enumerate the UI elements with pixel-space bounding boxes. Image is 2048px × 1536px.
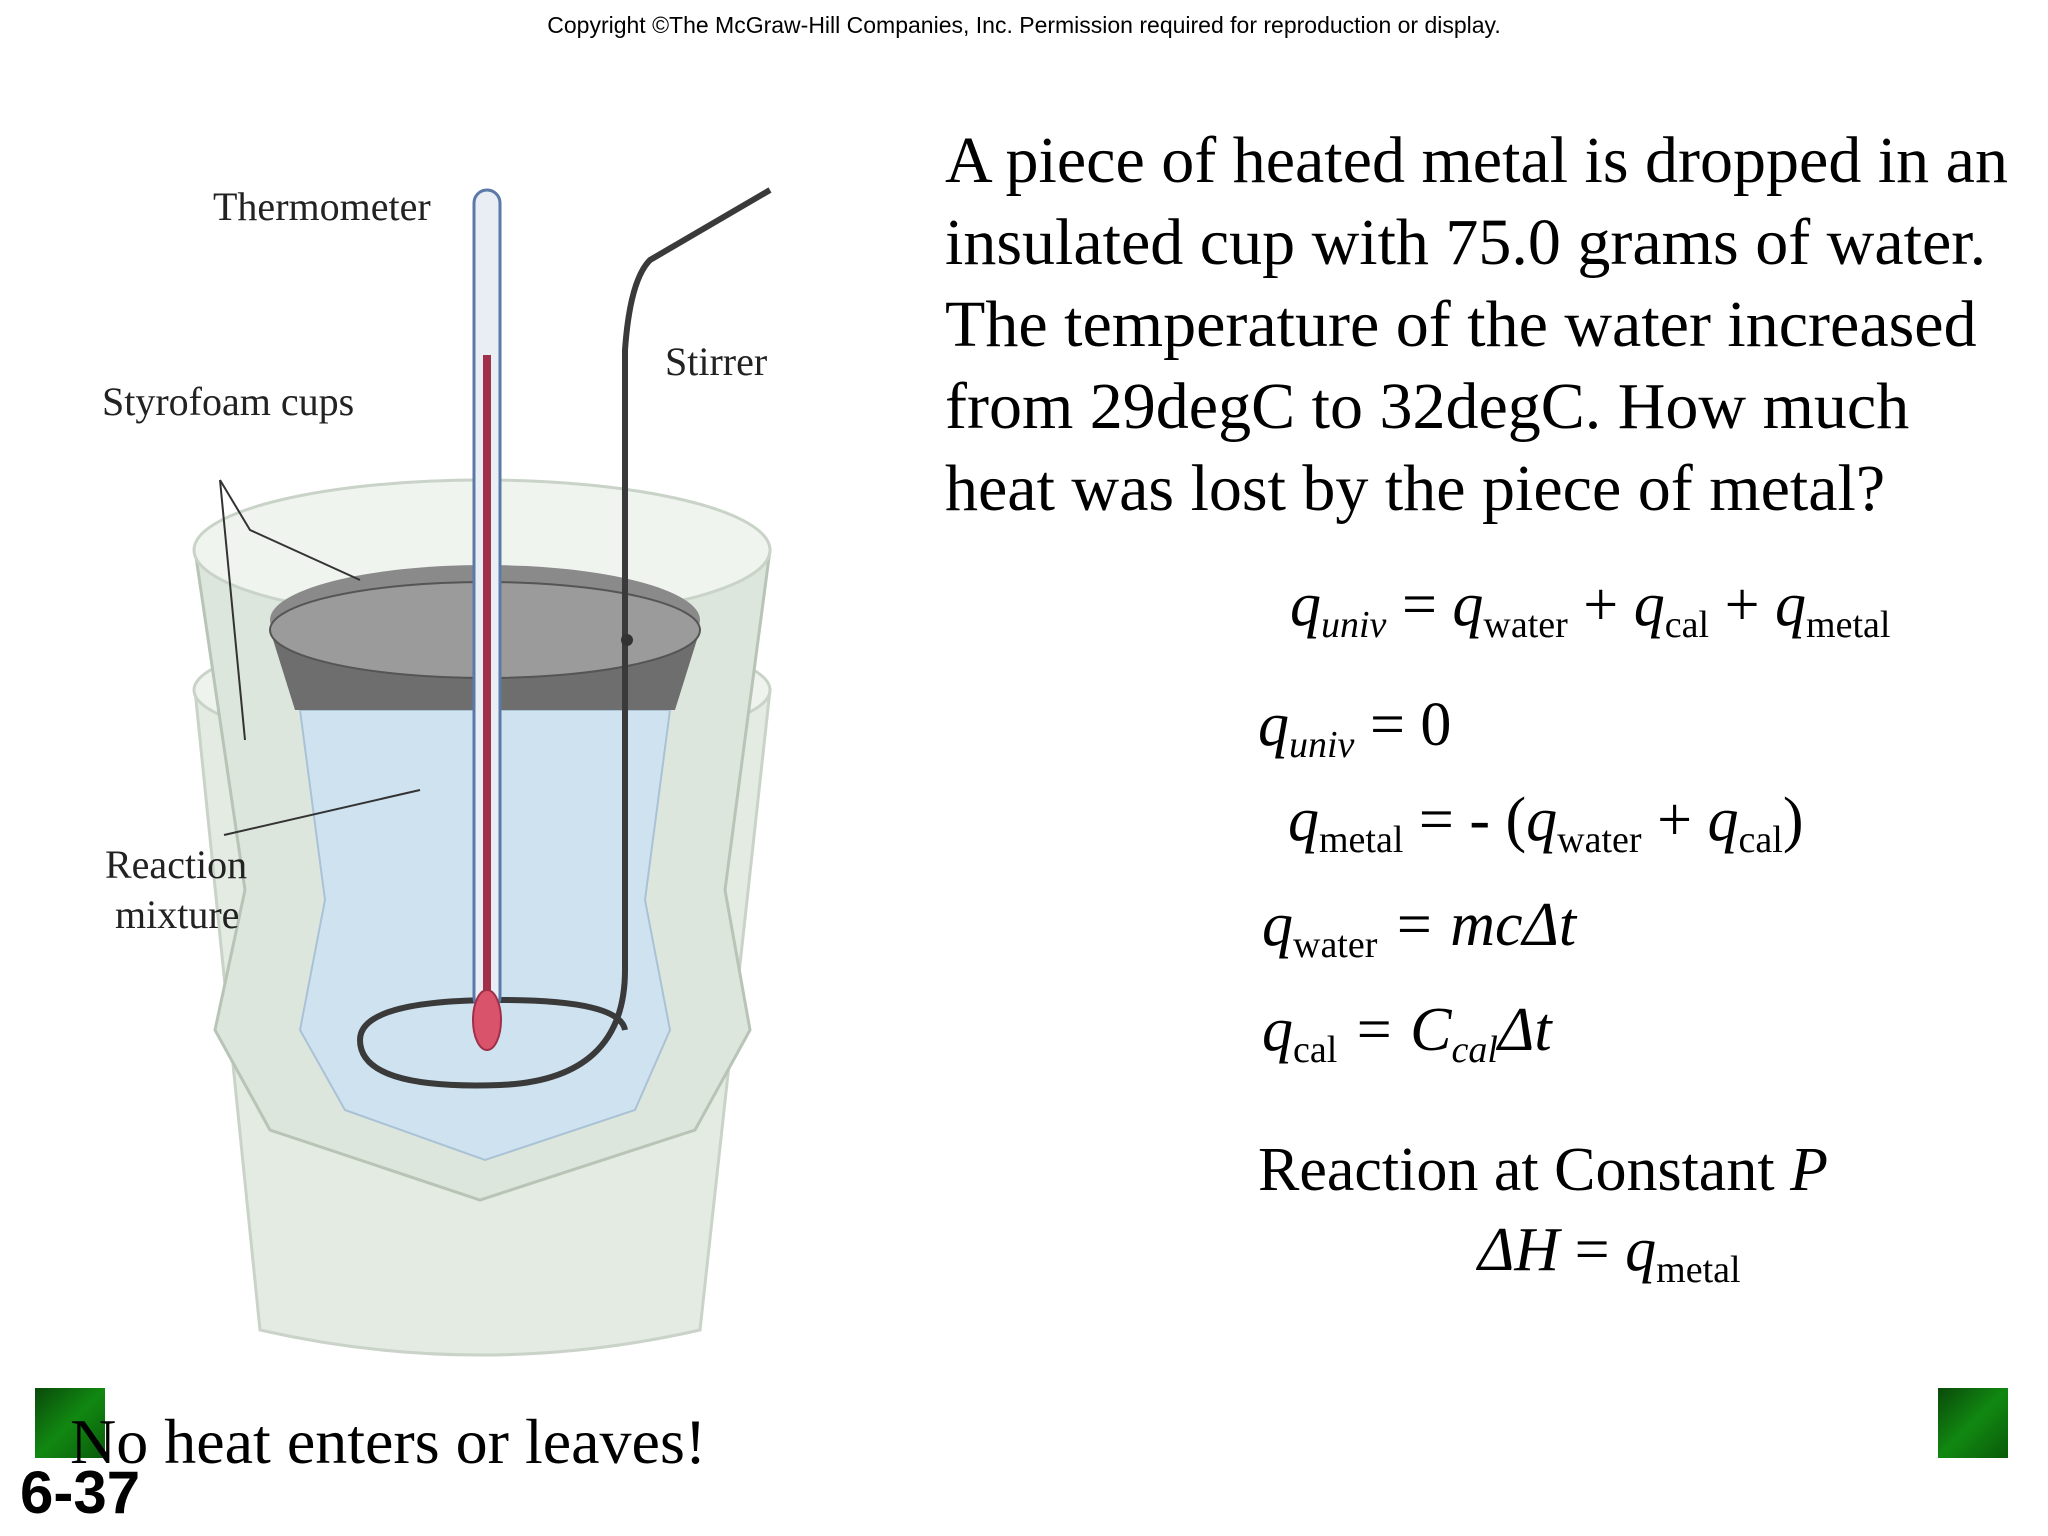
decorative-square-left: [35, 1388, 105, 1458]
calorimeter-diagram: Thermometer Stirrer Styrofoam cups React…: [102, 184, 772, 1357]
thermometer-mercury: [483, 355, 491, 995]
constant-pressure-heading: Reaction at Constant P: [1258, 1136, 1828, 1204]
slide-number: 6-37: [20, 1459, 141, 1526]
label-reaction: Reaction: [105, 842, 247, 887]
label-thermometer: Thermometer: [213, 184, 431, 229]
equation-q-univ-zero: quniv = 0: [1258, 691, 1452, 766]
label-stirrer: Stirrer: [665, 339, 767, 384]
label-mixture: mixture: [115, 892, 239, 937]
decorative-square-right: [1938, 1388, 2008, 1458]
thermometer-bulb: [472, 989, 502, 1051]
stirrer: [356, 187, 772, 1089]
label-styrofoam-cups: Styrofoam cups: [102, 379, 354, 424]
equation-energy-balance: quniv = qwater + qcal + qmetal: [1290, 571, 1891, 646]
equation-q-cal: qcal = CcalΔt: [1262, 996, 1552, 1071]
caption-no-heat: No heat enters or leaves!: [70, 1406, 707, 1477]
calorimeter-figure: Thermometer Stirrer Styrofoam cups React…: [60, 150, 820, 1390]
equation-q-metal: qmetal = - (qwater + qcal): [1288, 786, 1804, 861]
equation-delta-h: ΔH = qmetal: [1478, 1216, 1741, 1291]
equation-q-water: qwater = mcΔt: [1262, 891, 1577, 966]
copyright-notice: Copyright ©The McGraw-Hill Companies, In…: [547, 12, 1501, 38]
problem-statement: A piece of heated metal is dropped in an…: [945, 124, 2008, 525]
